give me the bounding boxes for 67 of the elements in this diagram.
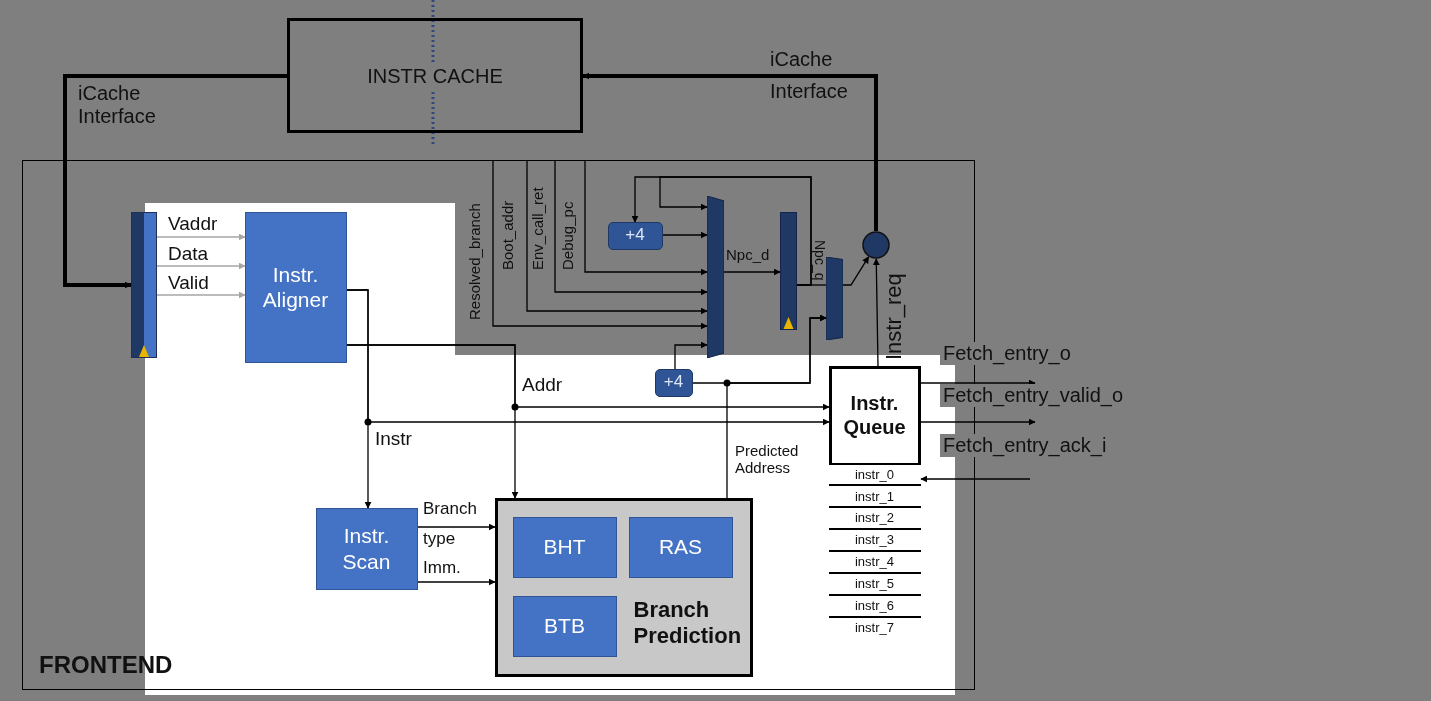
function-block — [244, 211, 347, 363]
function-block — [512, 516, 617, 578]
connector-arrow — [920, 379, 1036, 387]
connector-arrow — [554, 159, 708, 296]
signal-label: Npc_d — [726, 246, 770, 264]
connector-arrow — [674, 341, 708, 370]
signal-label: Branch type — [423, 498, 478, 550]
connector-arrow — [156, 262, 246, 270]
block-label: instr_0 — [855, 466, 894, 483]
prediction-unit — [494, 497, 753, 677]
block-label: +4 — [625, 225, 645, 246]
signal-label: Data — [168, 243, 209, 265]
connector-arrow — [417, 523, 496, 531]
connector-arrow — [582, 72, 878, 231]
connector-arrow — [920, 475, 1031, 483]
signal-label: Addr — [522, 374, 563, 396]
function-block — [512, 595, 617, 657]
signal-label: iCache Interface — [78, 82, 157, 128]
block-label: instr_3 — [855, 532, 894, 548]
signal-label: Resolved_branch — [467, 203, 482, 320]
block-label: instr_1 — [855, 488, 894, 505]
signal-label: Debug_pc — [560, 201, 575, 270]
block-label: BHT — [543, 534, 586, 560]
block-label: INSTR CACHE — [367, 63, 503, 88]
connector-arrow — [346, 289, 372, 509]
signal-label: Env_call_ret — [530, 187, 545, 270]
connector-arrow — [346, 344, 519, 499]
block-label: Instr. Scan — [341, 523, 392, 574]
connector-arrow — [584, 159, 708, 276]
cache-block — [287, 18, 583, 133]
signal-label: Imm. — [423, 558, 461, 578]
connector-arrow — [920, 418, 1036, 426]
block-label: instr_6 — [855, 598, 894, 614]
block-label: instr_4 — [855, 554, 894, 570]
connector-arrow — [417, 578, 496, 586]
function-block — [315, 507, 418, 590]
unit-title: Branch Prediction — [633, 596, 743, 650]
block-label: instr_2 — [855, 510, 894, 527]
signal-label: Instr_req — [883, 273, 905, 360]
queue-title: Instr. Queue — [842, 390, 907, 439]
connector-arrow — [526, 159, 708, 315]
register-bar — [130, 211, 157, 358]
connector-arrow — [662, 231, 708, 239]
connector-arrow — [156, 233, 246, 241]
signal-label: Boot_addr — [500, 200, 515, 270]
block-label: Instr. Aligner — [261, 261, 330, 313]
connector-arrow — [842, 256, 870, 286]
connector-arrow — [723, 268, 781, 276]
signal-label: Valid — [168, 272, 209, 294]
connector-arrow — [659, 176, 812, 286]
signal-label: Instr — [375, 428, 412, 450]
signal-label: Vaddr — [168, 213, 218, 235]
function-block — [628, 516, 733, 578]
connector-arrow — [492, 159, 708, 330]
connector-arrow — [872, 258, 880, 367]
signal-label: Predicted Address — [735, 442, 800, 477]
block-label: BTB — [544, 613, 585, 639]
connector-arrow — [726, 314, 827, 499]
signal-label: iCache Interface — [770, 47, 849, 104]
block-label: instr_5 — [855, 576, 894, 592]
connector-arrow — [156, 291, 246, 299]
block-label: RAS — [658, 534, 703, 560]
junction-circle — [861, 230, 890, 259]
block-label: +4 — [663, 372, 684, 393]
signal-label: Npc_q — [813, 240, 827, 281]
connector-arrow — [63, 74, 287, 289]
block-label: instr_7 — [855, 619, 894, 636]
